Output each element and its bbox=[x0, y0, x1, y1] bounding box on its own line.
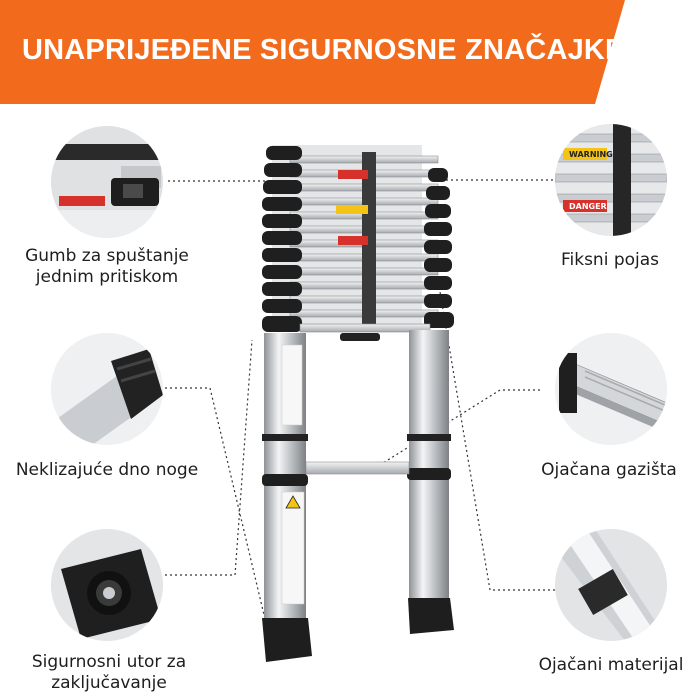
caption-fixed-strap: Fiksni pojas bbox=[540, 250, 680, 271]
detail-circle-fixed-strap: WARNING DANGER bbox=[555, 124, 667, 236]
danger-label: DANGER bbox=[569, 202, 607, 211]
caption-locking-slot-line1: Sigurnosni utor za bbox=[31, 652, 187, 672]
ladder-top-section bbox=[262, 145, 454, 341]
warning-label: WARNING bbox=[569, 150, 613, 159]
banner-shape bbox=[0, 0, 625, 104]
caption-locking-slot: Sigurnosni utor za zaključavanje bbox=[16, 652, 202, 694]
caption-release-button: Gumb za spuštanje jednim pritiskom bbox=[16, 246, 198, 288]
caption-release-button-line1: Gumb za spuštanje bbox=[25, 246, 189, 266]
banner-title: UNAPRIJEĐENE SIGURNOSNE ZNAČAJKE bbox=[22, 34, 625, 66]
caption-reinforced-steps: Ojačana gazišta bbox=[534, 460, 684, 481]
connector-lines bbox=[165, 179, 558, 641]
caption-anti-slip-foot-text: Neklizajuće dno noge bbox=[15, 460, 199, 480]
caption-release-button-line2: jednim pritiskom bbox=[35, 267, 179, 287]
detail-circle-reinforced-material bbox=[555, 529, 667, 641]
caption-fixed-strap-text: Fiksni pojas bbox=[560, 250, 660, 270]
ladder-stiles bbox=[262, 330, 454, 662]
caption-reinforced-material: Ojačani materijal bbox=[536, 655, 686, 676]
detail-circle-reinforced-steps bbox=[555, 333, 667, 445]
caption-reinforced-steps-text: Ojačana gazišta bbox=[541, 460, 677, 480]
detail-circle-release-button bbox=[51, 126, 163, 238]
header-banner: UNAPRIJEĐENE SIGURNOSNE ZNAČAJKE bbox=[0, 0, 700, 104]
caption-locking-slot-line2: zaključavanje bbox=[51, 673, 167, 693]
caption-anti-slip-foot: Neklizajuće dno noge bbox=[14, 460, 200, 481]
detail-circle-locking-slot bbox=[51, 529, 163, 641]
caption-reinforced-material-text: Ojačani materijal bbox=[538, 655, 684, 675]
detail-circle-anti-slip-foot bbox=[51, 333, 163, 445]
